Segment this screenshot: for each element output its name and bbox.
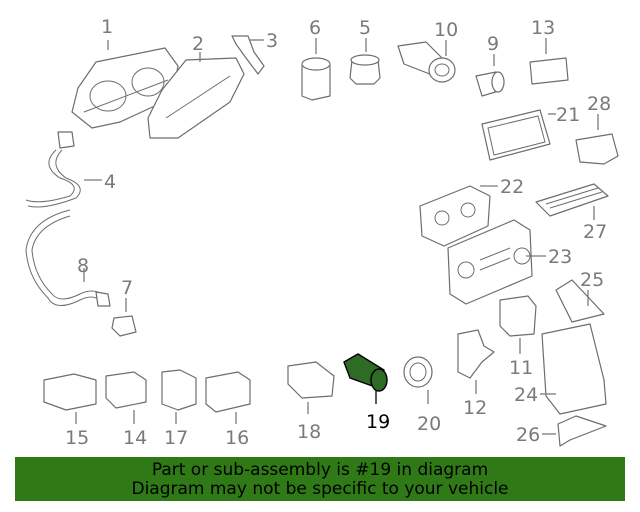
callout-19: 19	[366, 411, 390, 433]
callout-7: 7	[121, 277, 133, 299]
banner-line-2: Diagram may not be specific to your vehi…	[131, 479, 509, 499]
callout-22: 22	[500, 176, 524, 198]
part-15-switch[interactable]	[43, 373, 97, 411]
callout-11: 11	[509, 357, 533, 379]
callout-9: 9	[487, 33, 499, 55]
part-2-cluster-lens[interactable]	[147, 57, 245, 139]
callout-4: 4	[104, 171, 116, 193]
part-18-socket[interactable]	[287, 361, 335, 399]
callout-12: 12	[463, 397, 487, 419]
part-19-power-outlet[interactable]	[343, 353, 388, 392]
callout-3: 3	[266, 30, 278, 52]
part-4-wiring-harness[interactable]	[25, 131, 81, 208]
callout-25: 25	[580, 269, 604, 291]
part-21-display[interactable]	[481, 109, 551, 161]
info-banner: Part or sub-assembly is #19 in diagram D…	[15, 457, 625, 501]
part-28-switch[interactable]	[575, 133, 619, 165]
part-16-switch[interactable]	[205, 371, 251, 413]
callout-16: 16	[225, 427, 249, 449]
callout-21: 21	[556, 104, 580, 126]
part-9-ring[interactable]	[475, 71, 505, 97]
part-14-switch[interactable]	[105, 371, 147, 409]
part-7-sensor[interactable]	[111, 315, 137, 337]
callout-15: 15	[65, 427, 89, 449]
parts-diagram: 1 2 3 4 5 6 7 8	[25, 16, 619, 449]
part-20-socket[interactable]	[403, 356, 433, 388]
part-24-control-module[interactable]	[541, 323, 607, 415]
callout-2: 2	[192, 33, 204, 55]
callout-28: 28	[587, 93, 611, 115]
part-17-switch[interactable]	[161, 369, 197, 411]
callout-14: 14	[123, 427, 147, 449]
banner-line-1: Part or sub-assembly is #19 in diagram	[151, 460, 489, 480]
callout-5: 5	[359, 17, 371, 39]
callout-6: 6	[309, 17, 321, 39]
part-11-module[interactable]	[499, 295, 537, 337]
part-5-switch[interactable]	[349, 54, 381, 85]
callout-10: 10	[434, 19, 458, 41]
part-25-bracket[interactable]	[555, 279, 605, 323]
callout-26: 26	[516, 424, 540, 446]
part-26-bracket[interactable]	[557, 415, 607, 447]
part-13-switch[interactable]	[529, 57, 569, 85]
part-8-cable[interactable]	[25, 209, 111, 307]
part-6-switch[interactable]	[301, 57, 331, 101]
part-23-control-panel[interactable]	[447, 219, 533, 305]
callout-20: 20	[417, 413, 441, 435]
part-12-module[interactable]	[457, 329, 495, 379]
callout-18: 18	[297, 421, 321, 443]
part-3-bracket[interactable]	[231, 35, 265, 75]
callout-8: 8	[77, 255, 89, 277]
callout-1: 1	[101, 16, 113, 38]
part-10-ignition[interactable]	[397, 41, 456, 83]
callout-27: 27	[583, 221, 607, 243]
callout-17: 17	[164, 427, 188, 449]
part-22-bezel[interactable]	[419, 185, 491, 247]
callout-13: 13	[531, 17, 555, 39]
part-27-grille[interactable]	[535, 183, 609, 217]
callout-23: 23	[548, 246, 572, 268]
callout-24: 24	[514, 384, 538, 406]
